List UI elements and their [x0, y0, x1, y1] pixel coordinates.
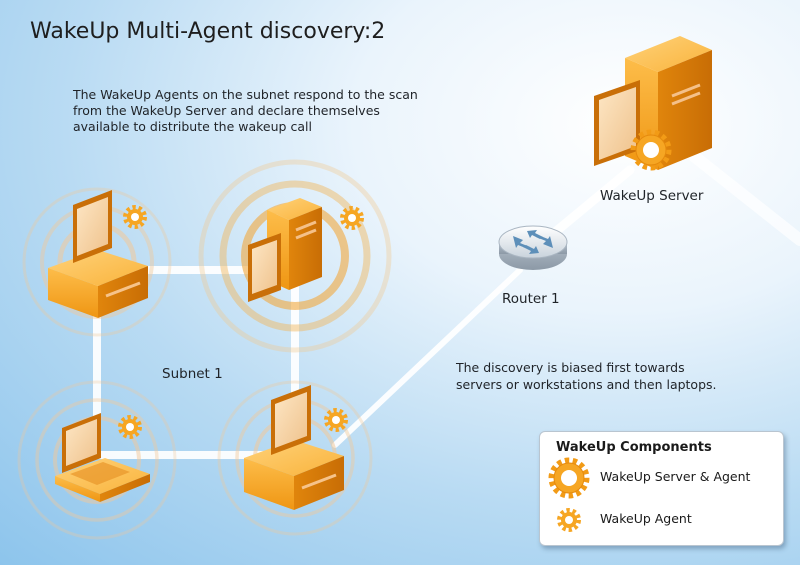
page-title: WakeUp Multi-Agent discovery:2: [30, 19, 386, 44]
link-router-to-server: [543, 165, 635, 243]
server-monitor: [594, 80, 640, 166]
subnet-label: Subnet 1: [162, 366, 223, 382]
legend-item-label: WakeUp Agent: [600, 511, 692, 526]
router-label: Router 1: [502, 291, 560, 307]
workstation-base: [244, 440, 344, 510]
laptop-agent[interactable]: [55, 413, 150, 502]
server-monitor: [248, 233, 281, 302]
workstation-agent-b[interactable]: [244, 385, 346, 510]
agent-gear-icon: [343, 209, 362, 228]
workstation-agent-a[interactable]: [48, 190, 148, 318]
legend-box: WakeUp Components WakeUp Server & Agent …: [539, 431, 784, 546]
server-agent-gear-icon: [548, 457, 590, 499]
link-subnet-to-router: [332, 267, 523, 448]
agent-gear-icon: [327, 411, 346, 430]
laptop-screen: [62, 413, 101, 473]
legend-title: WakeUp Components: [556, 440, 712, 455]
agent-gear-icon: [557, 508, 581, 532]
legend-item-label: WakeUp Server & Agent: [600, 469, 751, 484]
agent-gear-icon: [126, 208, 145, 227]
legend-item-agent: WakeUp Agent: [547, 502, 777, 542]
workstation-monitor: [73, 190, 112, 263]
router-arrows-icon: [513, 230, 553, 254]
workstation-monitor: [271, 385, 311, 455]
intro-text: The WakeUp Agents on the subnet respond …: [73, 87, 418, 134]
laptop-body: [55, 458, 150, 502]
router-node[interactable]: [498, 225, 568, 270]
wakeup-server-node[interactable]: [594, 0, 712, 170]
agent-gear-icon: [121, 418, 140, 437]
server-agent-subnet[interactable]: [248, 198, 362, 302]
server-label: WakeUp Server: [600, 188, 704, 204]
link-server-outbound: [674, 139, 800, 246]
discovery-note: The discovery is biased first towards se…: [456, 360, 717, 392]
legend-item-server-agent: WakeUp Server & Agent: [547, 456, 777, 499]
